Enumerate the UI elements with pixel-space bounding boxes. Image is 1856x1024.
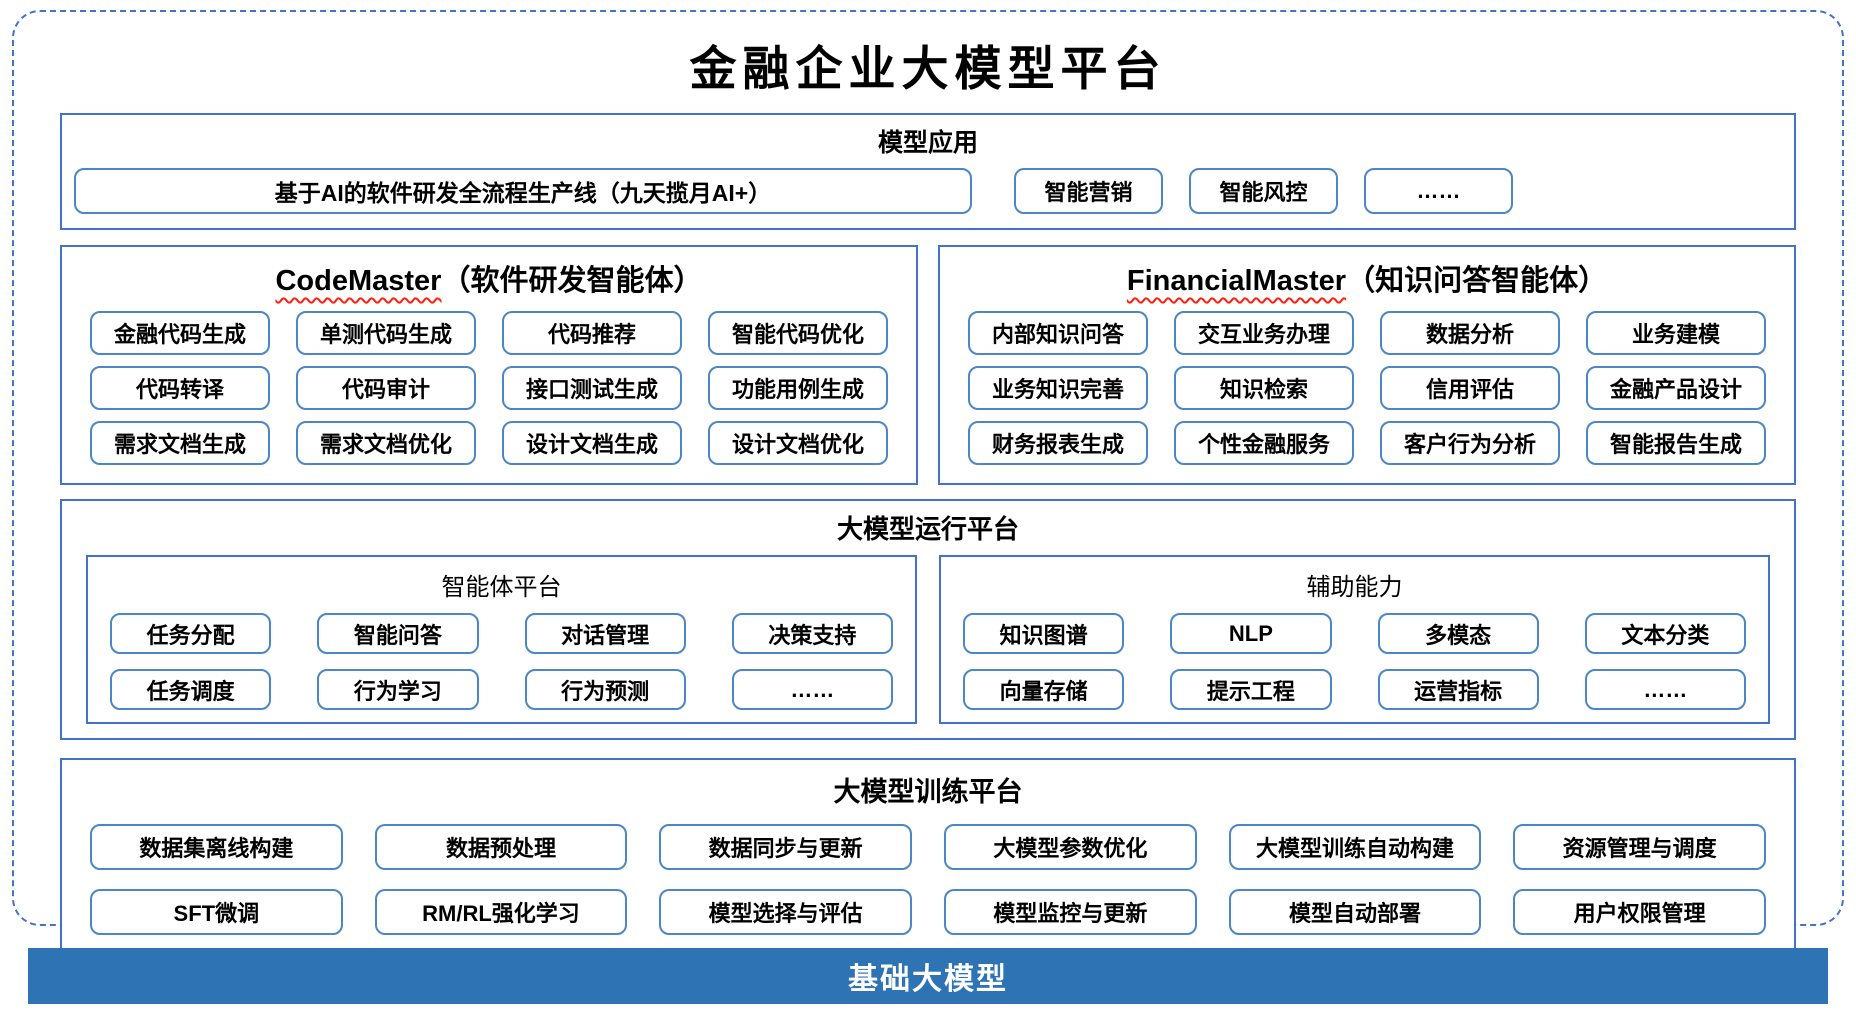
codemaster-items-grid: 金融代码生成单测代码生成代码推荐智能代码优化代码转译代码审计接口测试生成功能用例…: [90, 311, 888, 465]
app-pipeline-item: 基于AI的软件研发全流程生产线（九天揽月AI+）: [74, 168, 972, 214]
codemaster-capability-item: 代码审计: [296, 366, 476, 410]
financialmaster-capability-item: 内部知识问答: [968, 311, 1148, 355]
aux-capability-item: 文本分类: [1584, 613, 1746, 654]
training-capability-item: 数据同步与更新: [659, 824, 912, 870]
codemaster-capability-item: 需求文档优化: [296, 421, 476, 465]
financialmaster-capability-item: 交互业务办理: [1174, 311, 1354, 355]
aux-capability-item: 多模态: [1377, 613, 1539, 654]
financialmaster-capability-item: 数据分析: [1380, 311, 1560, 355]
training-capability-item: 数据集离线构建: [90, 824, 343, 870]
training-capability-item: 资源管理与调度: [1513, 824, 1766, 870]
runtime-platform-header: 大模型运行平台: [836, 514, 1019, 544]
training-items-grid: 数据集离线构建数据预处理数据同步与更新大模型参数优化大模型训练自动构建资源管理与…: [90, 824, 1766, 935]
training-capability-item: 大模型参数优化: [944, 824, 1197, 870]
agent-platform-item: 对话管理: [524, 613, 686, 654]
agent-platform-item: 行为学习: [317, 669, 479, 710]
aux-capability-item: ……: [1584, 669, 1746, 710]
codemaster-capability-item: 单测代码生成: [296, 311, 476, 355]
section-codemaster: CodeMaster（软件研发智能体） 金融代码生成单测代码生成代码推荐智能代码…: [60, 245, 918, 485]
codemaster-header-zh: （软件研发智能体）: [441, 265, 703, 297]
aux-capability-item: 运营指标: [1377, 669, 1539, 710]
codemaster-capability-item: 代码推荐: [502, 311, 682, 355]
model-application-row: 基于AI的软件研发全流程生产线（九天揽月AI+） 智能营销智能风控 ……: [74, 168, 1782, 214]
codemaster-capability-item: 接口测试生成: [502, 366, 682, 410]
training-capability-item: 模型选择与评估: [659, 889, 912, 935]
codemaster-header-en: CodeMaster: [275, 265, 442, 297]
agent-platform-header: 智能体平台: [441, 574, 562, 601]
subsection-agent-platform: 智能体平台 任务分配 智能问答 对话管理 决策支持任务调度 行为学习 行为预测 ……: [86, 555, 917, 724]
agent-platform-item: 决策支持: [731, 613, 893, 654]
training-capability-item: 数据预处理: [374, 824, 628, 870]
training-capability-item: 模型监控与更新: [944, 889, 1197, 935]
financialmaster-capability-item: 个性金融服务: [1174, 421, 1354, 465]
diagram-title: 金融企业大模型平台: [689, 42, 1167, 97]
runtime-row: 智能体平台 任务分配 智能问答 对话管理 决策支持任务调度 行为学习 行为预测 …… 辅助能…: [86, 555, 1770, 724]
codemaster-capability-item: 设计文档优化: [708, 421, 888, 465]
agent-platform-item: 任务分配: [110, 613, 272, 654]
base-model-bar: 基础大模型: [28, 948, 1828, 1004]
agent-platform-item: 智能问答: [317, 613, 479, 654]
app-item: ……: [1364, 168, 1513, 214]
financialmaster-capability-item: 知识检索: [1174, 366, 1354, 410]
agent-platform-items-grid: 任务分配 智能问答 对话管理 决策支持任务调度 行为学习 行为预测 ……: [110, 613, 893, 710]
training-capability-item: 模型自动部署: [1228, 889, 1482, 935]
financialmaster-capability-item: 金融产品设计: [1586, 366, 1766, 410]
training-capability-item: 用户权限管理: [1513, 889, 1766, 935]
app-item: 智能风控: [1189, 168, 1338, 214]
aux-capabilities-items-grid: 知识图谱 NLP 多模态 文本分类向量存储 提示工程 运营指标 ……: [963, 613, 1746, 710]
codemaster-capability-item: 代码转译: [90, 366, 270, 410]
financialmaster-capability-item: 信用评估: [1380, 366, 1560, 410]
aux-capability-item: 提示工程: [1170, 669, 1332, 710]
agents-row: CodeMaster（软件研发智能体） 金融代码生成单测代码生成代码推荐智能代码…: [60, 245, 1796, 485]
financialmaster-header-zh: （知识问答智能体）: [1346, 265, 1608, 297]
aux-capabilities-header: 辅助能力: [1306, 574, 1403, 601]
aux-capability-item: 向量存储: [963, 669, 1125, 710]
codemaster-capability-item: 功能用例生成: [708, 366, 888, 410]
financialmaster-header: FinancialMaster（知识问答智能体）: [968, 257, 1766, 299]
training-capability-item: SFT微调: [90, 889, 343, 935]
codemaster-capability-item: 金融代码生成: [90, 311, 270, 355]
section-financialmaster: FinancialMaster（知识问答智能体） 内部知识问答交互业务办理数据分…: [938, 245, 1796, 485]
app-item: 智能营销: [1014, 168, 1163, 214]
agent-platform-item: 行为预测: [524, 669, 686, 710]
financialmaster-capability-item: 客户行为分析: [1380, 421, 1560, 465]
aux-capability-item: 知识图谱: [963, 613, 1125, 654]
aux-capability-item: NLP: [1170, 613, 1332, 654]
section-model-application: 模型应用 基于AI的软件研发全流程生产线（九天揽月AI+） 智能营销智能风控 ……: [60, 113, 1796, 230]
financialmaster-items-grid: 内部知识问答交互业务办理数据分析业务建模业务知识完善知识检索信用评估金融产品设计…: [968, 311, 1766, 465]
model-application-items: 智能营销智能风控 ……: [1014, 168, 1513, 214]
agent-platform-item: ……: [731, 669, 893, 710]
platform-dashed-frame: 金融企业大模型平台 模型应用 基于AI的软件研发全流程生产线（九天揽月AI+） …: [12, 10, 1844, 961]
financialmaster-capability-item: 业务知识完善: [968, 366, 1148, 410]
agent-platform-item: 任务调度: [110, 669, 272, 710]
financialmaster-header-en: FinancialMaster: [1126, 265, 1347, 297]
section-training-platform: 大模型训练平台 数据集离线构建数据预处理数据同步与更新大模型参数优化大模型训练自…: [60, 758, 1796, 961]
financialmaster-capability-item: 财务报表生成: [968, 421, 1148, 465]
financialmaster-capability-item: 业务建模: [1586, 311, 1766, 355]
base-model-label: 基础大模型: [848, 963, 1008, 996]
section-runtime-platform: 大模型运行平台 智能体平台 任务分配 智能问答 对话管理 决策支持任务调度 行为学习 行为…: [60, 499, 1796, 740]
subsection-aux-capabilities: 辅助能力 知识图谱 NLP 多模态 文本分类向量存储 提示工程 运营指标 ……: [939, 555, 1770, 724]
training-capability-item: 大模型训练自动构建: [1228, 824, 1482, 870]
codemaster-capability-item: 智能代码优化: [708, 311, 888, 355]
training-capability-item: RM/RL强化学习: [374, 889, 628, 935]
codemaster-capability-item: 设计文档生成: [502, 421, 682, 465]
codemaster-capability-item: 需求文档生成: [90, 421, 270, 465]
training-platform-header: 大模型训练平台: [833, 777, 1023, 807]
model-application-header: 模型应用: [877, 129, 978, 157]
financialmaster-capability-item: 智能报告生成: [1586, 421, 1766, 465]
codemaster-header: CodeMaster（软件研发智能体）: [90, 257, 888, 299]
